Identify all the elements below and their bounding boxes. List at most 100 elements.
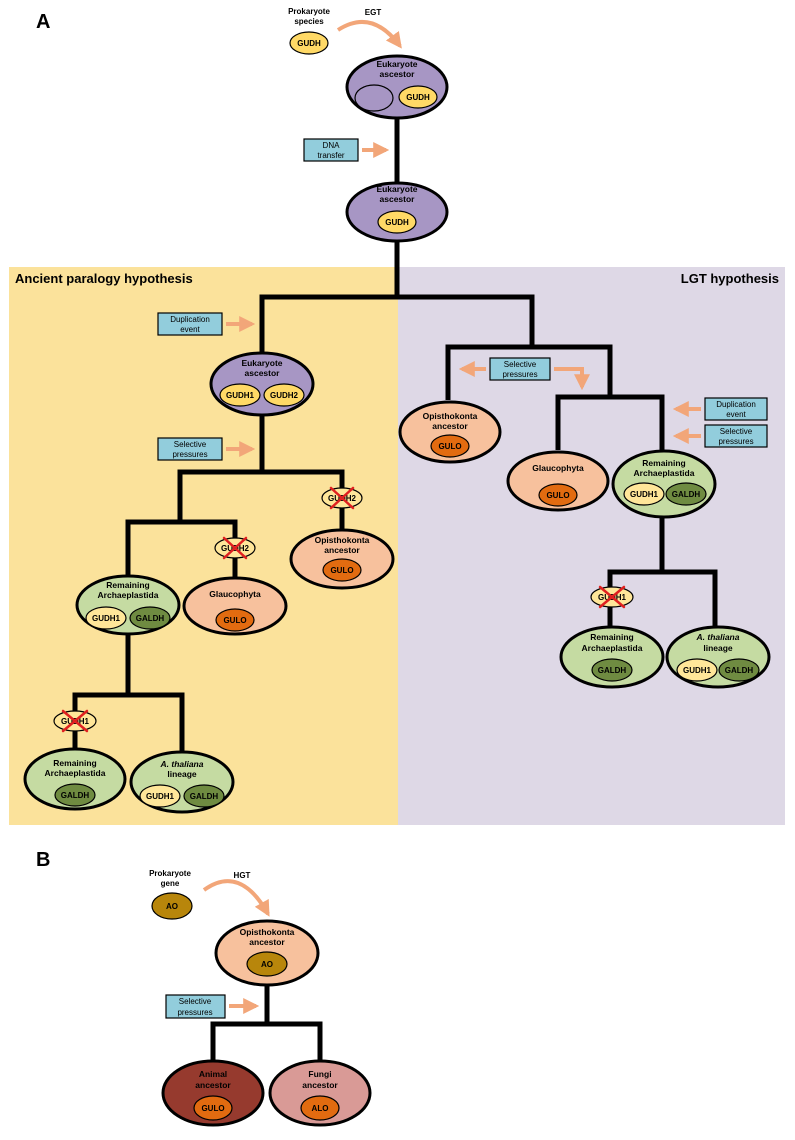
paralogy-eukaryote-ancestor: Eukaryote ascestor GUDH1 GUDH2 [209, 351, 315, 417]
prokaryote-species: Prokaryote species GUDH [288, 7, 330, 55]
svg-text:Opisthokonta: Opisthokonta [315, 535, 370, 545]
svg-text:ALO: ALO [312, 1104, 329, 1113]
galdh-gene [591, 658, 633, 682]
svg-text:GALDH: GALDH [136, 614, 165, 623]
galdh-gene [54, 783, 96, 807]
gulo-gene [322, 558, 362, 582]
svg-text:GUDH1: GUDH1 [92, 614, 121, 623]
lgt-thaliana-lineage: A. thaliana lineage GUDH1 GALDH [665, 625, 771, 689]
svg-text:Duplication: Duplication [716, 400, 756, 409]
egt-label: EGT [365, 8, 382, 17]
svg-text:AO: AO [166, 902, 178, 911]
paralogy-gudh2-loss-b: GUDH2 [214, 536, 256, 560]
svg-text:GUDH: GUDH [406, 93, 430, 102]
ao-gene [246, 951, 288, 977]
gulo-gene [538, 483, 578, 507]
lgt-remaining-archaeplastida: Remaining Archaeplastida GUDH1 GALDH [611, 449, 717, 519]
b-tree-lines [210, 985, 323, 1062]
svg-text:Opisthokonta: Opisthokonta [240, 927, 295, 937]
panel-a-letter: A [36, 11, 50, 33]
paralogy-glaucophyta: Glaucophyta GULO [182, 576, 288, 636]
svg-text:Duplication: Duplication [170, 315, 210, 324]
svg-text:ascestor: ascestor [245, 368, 281, 378]
svg-text:GULO: GULO [438, 442, 461, 451]
galdh-gene [129, 606, 171, 630]
svg-text:Eukaryote: Eukaryote [376, 59, 417, 69]
svg-text:Prokaryote: Prokaryote [288, 7, 330, 16]
svg-text:lineage: lineage [703, 643, 733, 653]
galdh-gene [183, 784, 225, 808]
svg-text:Archaeplastida: Archaeplastida [98, 590, 159, 600]
svg-text:pressures: pressures [172, 450, 207, 459]
paralogy-selective-pressures: Selective pressures [157, 437, 256, 461]
prokaryote-gene: Prokaryote gene AO [149, 869, 193, 920]
svg-text:lineage: lineage [167, 769, 197, 779]
svg-text:event: event [180, 325, 200, 334]
svg-text:Remaining: Remaining [590, 632, 633, 642]
paralogy-thaliana-lineage: A. thaliana lineage GUDH1 GALDH [129, 750, 235, 814]
svg-text:Selective: Selective [179, 997, 212, 1006]
paralogy-gudh2-loss-a: GUDH2 [321, 486, 363, 510]
lgt-selective-pressures-2: Selective pressures [672, 424, 768, 448]
lgt-selective-pressures: Selective pressures [458, 357, 590, 391]
dna-transfer-event: DNA transfer [303, 138, 390, 162]
svg-text:Archaeplastida: Archaeplastida [45, 768, 106, 778]
svg-text:GALDH: GALDH [598, 666, 627, 675]
svg-text:Eukaryote: Eukaryote [241, 358, 282, 368]
egt-arrow [336, 20, 402, 49]
gudh1-gene [85, 606, 127, 630]
svg-text:A. thaliana: A. thaliana [696, 632, 740, 642]
svg-text:GALDH: GALDH [725, 666, 754, 675]
lgt-title: LGT hypothesis [681, 271, 779, 286]
svg-text:Selective: Selective [504, 360, 537, 369]
svg-text:GULO: GULO [546, 491, 569, 500]
paralogy-title: Ancient paralogy hypothesis [15, 271, 193, 286]
lgt-remaining-archaeplastida-2: Remaining Archaeplastida GALDH [559, 625, 665, 689]
svg-text:A. thaliana: A. thaliana [160, 759, 204, 769]
svg-text:pressures: pressures [177, 1008, 212, 1017]
svg-text:GALDH: GALDH [190, 792, 219, 801]
svg-text:GULO: GULO [223, 616, 246, 625]
svg-text:GUDH: GUDH [385, 218, 409, 227]
svg-text:Selective: Selective [174, 440, 207, 449]
svg-text:Remaining: Remaining [106, 580, 149, 590]
gulo-gene [193, 1095, 233, 1121]
svg-text:ancestor: ancestor [249, 937, 285, 947]
paralogy-remaining-archaeplastida: Remaining Archaeplastida GUDH1 GALDH [75, 574, 181, 636]
svg-text:GULO: GULO [330, 566, 353, 575]
gulo-gene [215, 608, 255, 632]
svg-text:GUDH: GUDH [297, 39, 321, 48]
lgt-tree-lines [445, 344, 718, 628]
hgt-label: HGT [234, 871, 251, 880]
svg-text:pressures: pressures [718, 437, 753, 446]
hgt-arrow [202, 879, 270, 917]
eukaryote-ancestor-1: Eukaryote ascestor GUDH [345, 54, 449, 120]
lgt-gudh1-loss: GUDH1 [590, 585, 634, 609]
svg-text:Glaucophyta: Glaucophyta [209, 589, 261, 599]
paralogy-duplication-event: Duplication event [157, 312, 256, 336]
svg-text:event: event [726, 410, 746, 419]
gudh-gene [289, 31, 329, 55]
svg-text:Selective: Selective [720, 427, 753, 436]
svg-text:Glaucophyta: Glaucophyta [532, 463, 584, 473]
svg-text:Fungi: Fungi [308, 1069, 331, 1079]
paralogy-gudh1-loss: GUDH1 [53, 709, 97, 733]
svg-text:AO: AO [261, 960, 273, 969]
svg-text:GALDH: GALDH [672, 490, 701, 499]
eukaryote-ancestor-2: Eukaryote ascestor GUDH [345, 181, 449, 243]
svg-text:Archaeplastida: Archaeplastida [634, 468, 695, 478]
gudh1-gene [219, 383, 261, 407]
svg-text:GUDH1: GUDH1 [146, 792, 175, 801]
svg-text:Eukaryote: Eukaryote [376, 184, 417, 194]
gudh-gene [398, 85, 438, 109]
svg-text:GALDH: GALDH [61, 791, 90, 800]
lgt-glaucophyta: Glaucophyta GULO [506, 450, 610, 512]
galdh-gene [665, 482, 707, 506]
svg-text:GUDH1: GUDH1 [226, 391, 255, 400]
svg-text:pressures: pressures [502, 370, 537, 379]
svg-text:ascestor: ascestor [380, 69, 416, 79]
svg-text:ancestor: ancestor [324, 545, 360, 555]
gudh2-gene [263, 383, 305, 407]
panel-b-letter: B [36, 849, 50, 871]
animal-ancestor: Animal ancestor GULO [161, 1059, 265, 1127]
